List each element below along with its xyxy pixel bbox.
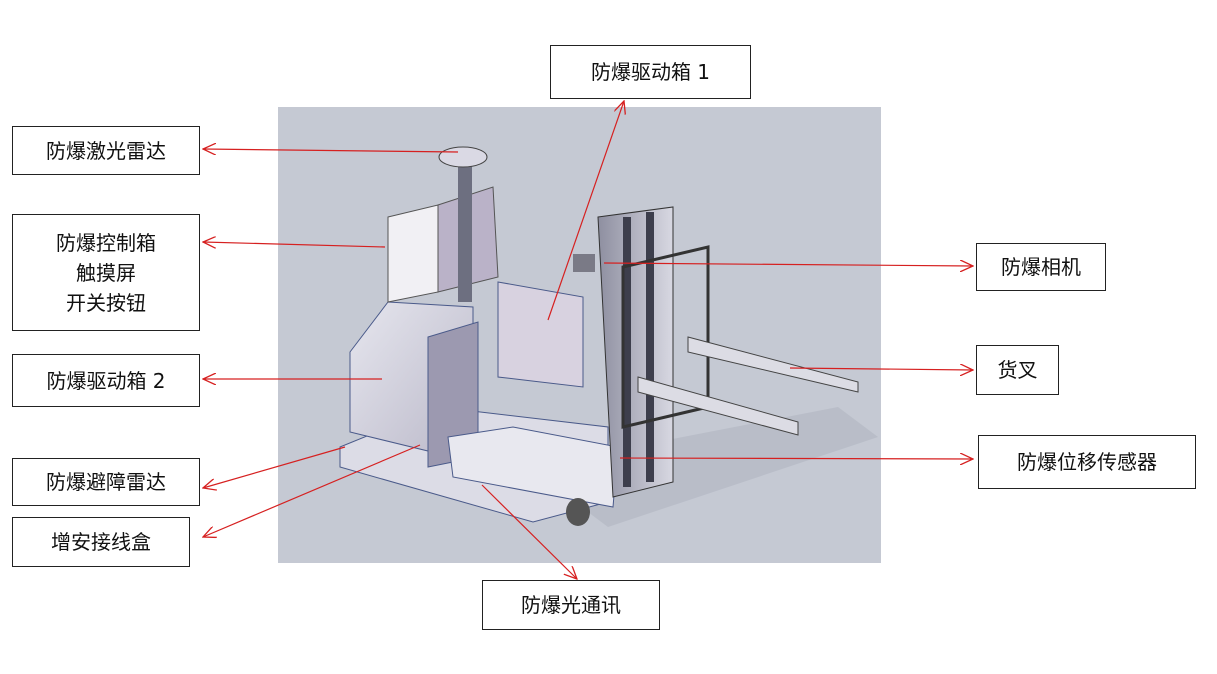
agv-forklift-drawing	[339, 146, 878, 527]
label-displacement-sensor-text: 防爆位移传感器	[1017, 450, 1157, 474]
label-lidar-text: 防爆激光雷达	[46, 138, 166, 163]
label-drive-box-1: 防爆驱动箱 1	[550, 45, 751, 99]
label-optical-comm: 防爆光通讯	[482, 580, 660, 630]
label-camera: 防爆相机	[976, 243, 1106, 291]
center-panel	[497, 281, 584, 388]
fork-upper	[687, 336, 859, 393]
label-drive-box-2: 防爆驱动箱 2	[12, 354, 200, 407]
label-junction-box: 增安接线盒	[12, 517, 190, 567]
label-control-box-line2: 触摸屏	[76, 260, 136, 285]
camera-box	[573, 254, 595, 272]
label-control-box-line3: 开关按钮	[66, 290, 146, 315]
label-obstacle-radar-text: 防爆避障雷达	[46, 470, 166, 494]
label-fork: 货叉	[976, 345, 1059, 395]
control-cabinet	[387, 204, 439, 303]
floor-shadow	[528, 407, 878, 527]
label-drive-box-2-text: 防爆驱动箱 2	[46, 368, 166, 393]
label-fork-text: 货叉	[997, 358, 1038, 382]
agv-forklift-image	[278, 107, 881, 563]
mast-rail-1	[623, 217, 631, 487]
label-control-box: 防爆控制箱 触摸屏 开关按钮	[12, 214, 200, 331]
label-displacement-sensor: 防爆位移传感器	[978, 435, 1196, 489]
label-obstacle-radar: 防爆避障雷达	[12, 458, 200, 506]
label-optical-comm-text: 防爆光通讯	[521, 593, 621, 617]
label-control-box-line1: 防爆控制箱	[56, 230, 156, 255]
label-lidar: 防爆激光雷达	[12, 126, 200, 175]
mast-rail-2	[646, 212, 654, 482]
lidar-head	[438, 146, 488, 168]
label-drive-box-1-text: 防爆驱动箱 1	[590, 60, 711, 84]
label-junction-box-text: 增安接线盒	[51, 530, 151, 554]
front-wheel	[566, 498, 590, 526]
lidar-mast	[458, 162, 472, 302]
fork-lower	[637, 376, 799, 436]
label-camera-text: 防爆相机	[1001, 255, 1081, 279]
